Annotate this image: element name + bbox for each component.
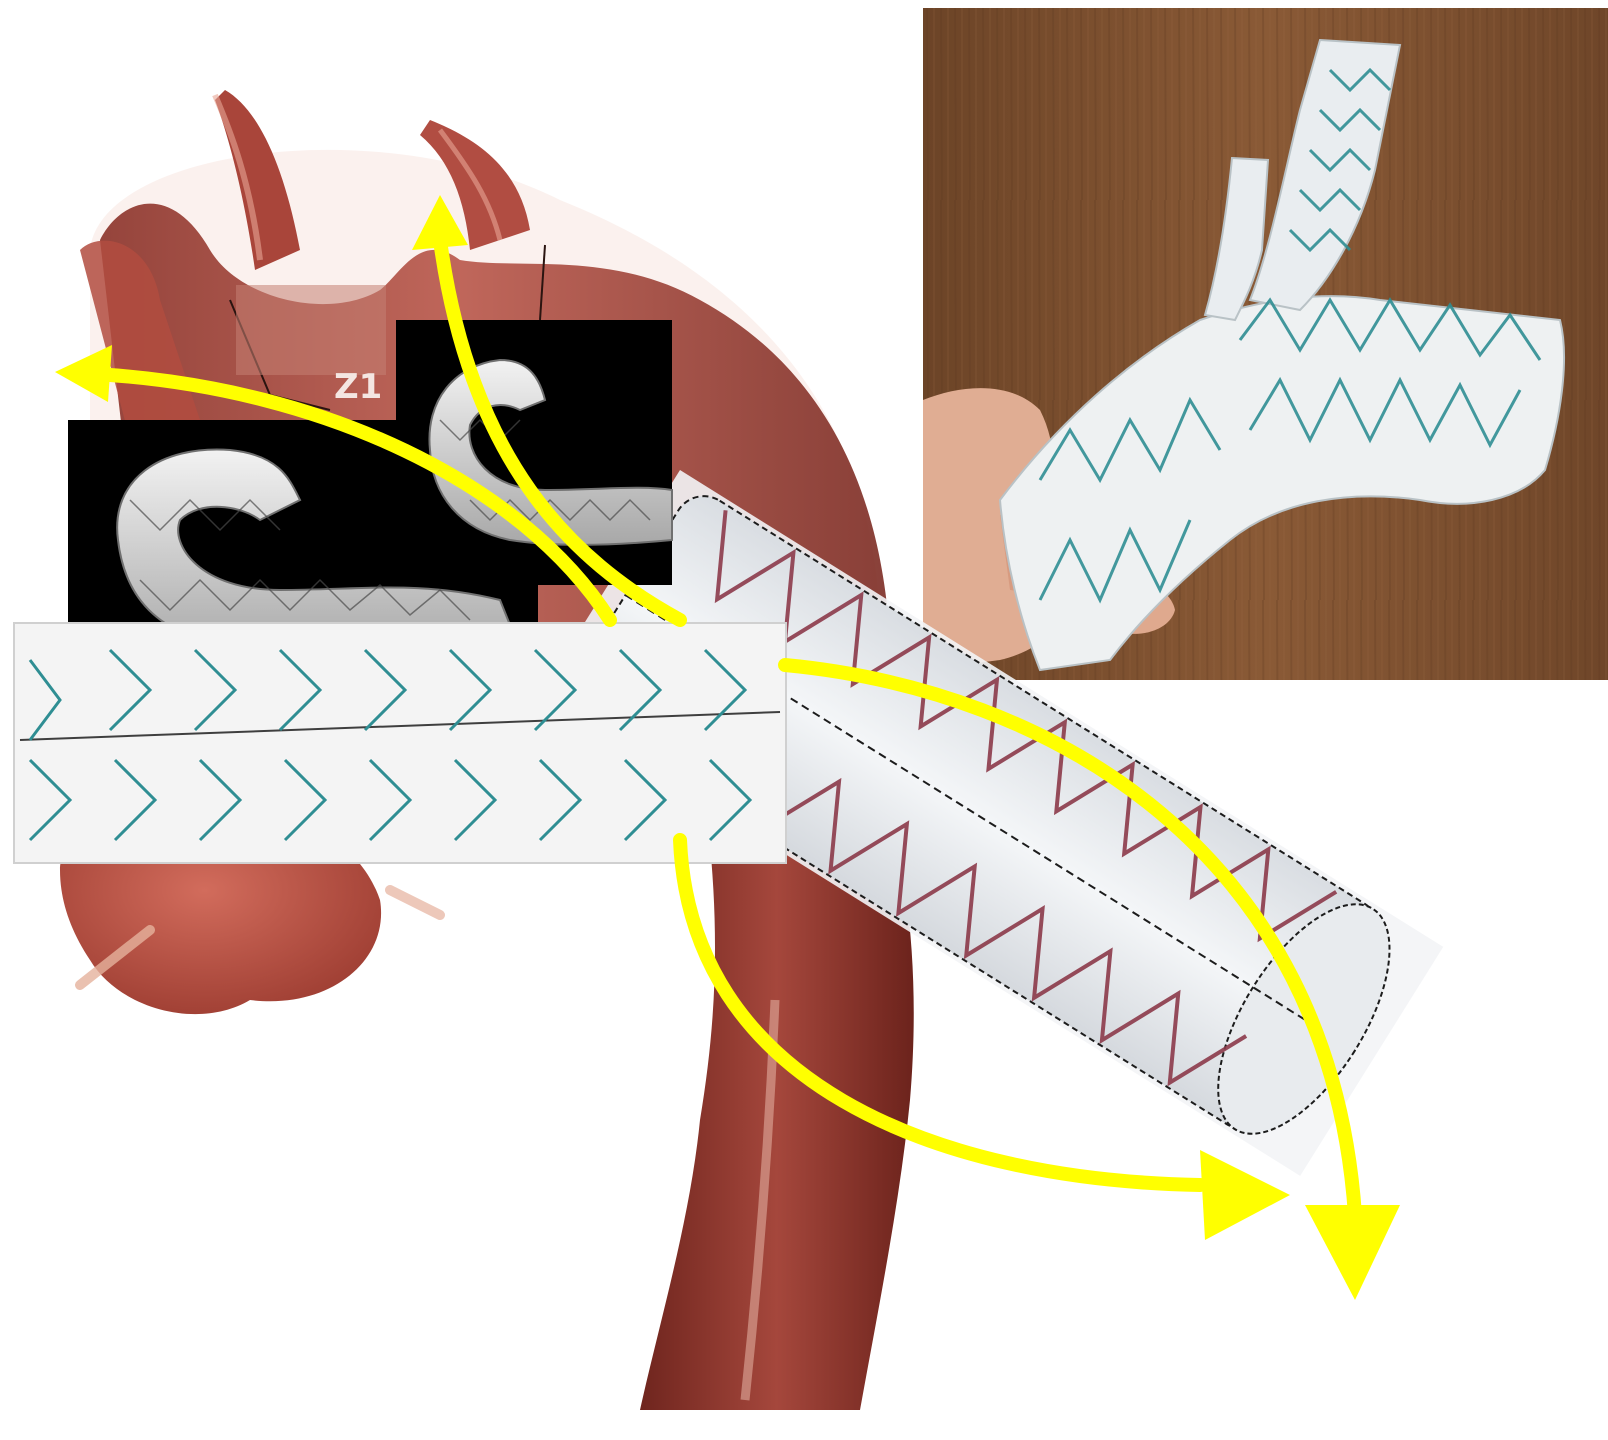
flow-arrow-left-head	[55, 345, 112, 402]
straight-stent-graft	[14, 623, 786, 863]
zone-label: Z1	[334, 367, 382, 407]
flow-arrow-lower-head	[1200, 1150, 1290, 1240]
render-inset-right	[396, 320, 672, 585]
flow-arrow-right-head	[1305, 1205, 1400, 1300]
device-photo	[923, 8, 1608, 680]
